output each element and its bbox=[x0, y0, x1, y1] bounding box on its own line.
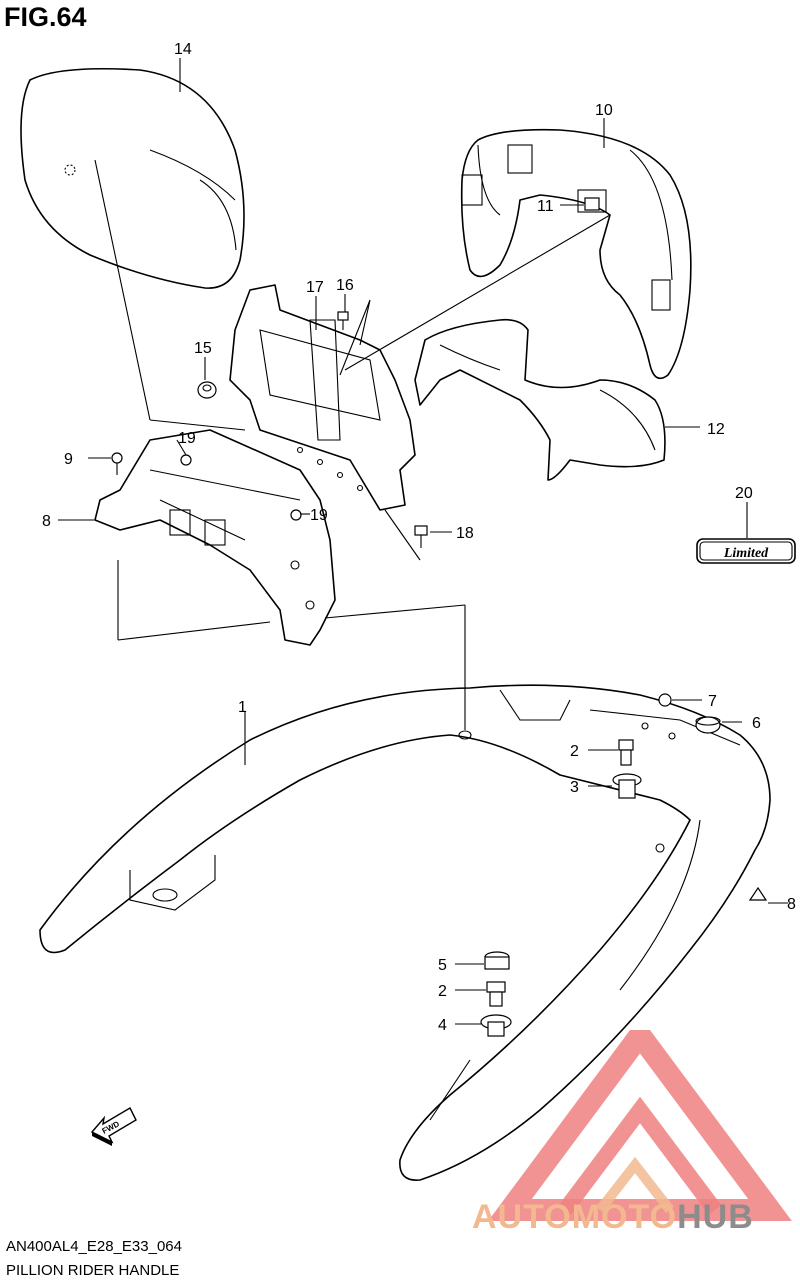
brand-moto: MOTO bbox=[571, 1198, 678, 1236]
callout-11: 10 bbox=[595, 102, 613, 119]
part-11-backrest-cover bbox=[460, 128, 692, 380]
callout-7: 7 bbox=[708, 693, 717, 710]
callout-3: 3 bbox=[570, 779, 579, 796]
fastener-7-screw bbox=[658, 693, 672, 707]
assembly-guide-lines bbox=[94, 159, 611, 730]
callout-2a: 2 bbox=[570, 743, 579, 760]
part-1-pillion-handle bbox=[39, 684, 771, 1181]
figure-code: AN400AL4_E28_E33_064 bbox=[6, 1238, 182, 1255]
part-9-carrier-bracket bbox=[94, 429, 336, 646]
part-14-backrest-pad bbox=[20, 67, 245, 289]
callout-20: 20 bbox=[735, 485, 753, 502]
figure-title: FIG.64 bbox=[4, 2, 87, 32]
fastener-10-screw bbox=[111, 452, 123, 475]
fastener-3-collar bbox=[612, 773, 642, 799]
brand-hub: HUB bbox=[677, 1198, 754, 1236]
callout-8-label: 8 bbox=[787, 896, 796, 913]
fastener-2b-bolt bbox=[486, 981, 506, 1007]
fastener-12-nut bbox=[584, 197, 600, 211]
callout-4: 4 bbox=[438, 1017, 447, 1034]
brand-auto: AUTO bbox=[472, 1198, 572, 1236]
callout-19a: 19 bbox=[178, 430, 196, 447]
callout-labels: 14 10 11 12 20 17 16 15 9 19 19 18 8 1 7… bbox=[42, 41, 796, 1034]
callout-12: 11 bbox=[537, 198, 554, 215]
callout-16: 16 bbox=[336, 277, 354, 294]
fastener-18-bolt bbox=[414, 525, 428, 548]
callout-5: 5 bbox=[438, 957, 447, 974]
figure-name: PILLION RIDER HANDLE bbox=[6, 1262, 180, 1279]
fastener-5-cap bbox=[484, 951, 510, 970]
callout-15: 15 bbox=[194, 340, 212, 357]
fastener-16-bolt bbox=[337, 311, 349, 330]
fastener-19b-screw bbox=[290, 509, 302, 521]
part-20-limited-emblem: Limited bbox=[696, 538, 796, 564]
callout-17: 17 bbox=[306, 279, 324, 296]
part-13-lower-cover bbox=[414, 318, 666, 481]
callout-14: 14 bbox=[174, 41, 192, 58]
callout-13: 12 bbox=[707, 421, 725, 438]
fastener-2a-bolt bbox=[618, 739, 634, 766]
fwd-direction-arrow: FWD bbox=[90, 1107, 137, 1146]
fastener-15-grommet bbox=[197, 381, 217, 399]
fastener-4-collar bbox=[480, 1014, 512, 1037]
emblem-text: Limited bbox=[723, 546, 769, 561]
fastener-8-clip bbox=[748, 886, 768, 901]
fastener-19a-screw bbox=[180, 454, 192, 466]
callout-6: 6 bbox=[752, 715, 761, 732]
callout-2b: 2 bbox=[438, 983, 447, 1000]
callout-9: 8 bbox=[42, 513, 51, 530]
callout-18: 18 bbox=[456, 525, 474, 542]
callout-10: 9 bbox=[64, 451, 73, 468]
part-17-backrest-bracket bbox=[229, 284, 416, 511]
watermark-logo bbox=[488, 1030, 792, 1221]
callout-1: 1 bbox=[238, 699, 247, 716]
leader-lines bbox=[58, 58, 788, 1025]
callout-19b: 19 bbox=[310, 507, 328, 524]
fastener-6-cap bbox=[695, 716, 721, 734]
watermark-brand-text: AUTOMOTOHUB bbox=[472, 1198, 754, 1237]
